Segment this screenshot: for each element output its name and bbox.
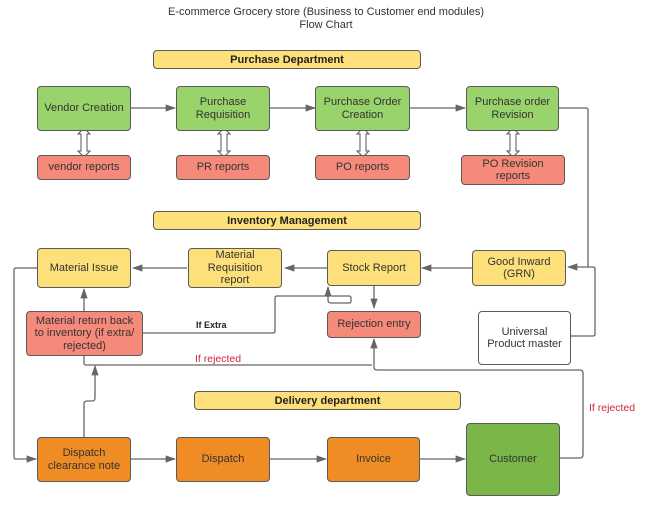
label-if-rejected-left: If rejected (195, 353, 242, 365)
edge-issue-to-dcn (13, 267, 39, 463)
node-po-reports[interactable]: PO reports (315, 155, 410, 180)
label-if-extra: If Extra (196, 320, 227, 330)
node-dispatch[interactable]: Dispatch (176, 437, 270, 482)
chart-title: E-commerce Grocery store (Business to Cu… (0, 6, 652, 32)
edge-dcn-to-return (83, 364, 99, 437)
section-purchase-department: Purchase Department (153, 50, 421, 69)
edge-return-to-stock-extra (143, 295, 330, 334)
node-dispatch-clearance-note[interactable]: Dispatch clearance note (37, 437, 131, 482)
edge-customer-to-rejection (370, 337, 584, 459)
node-rejection-entry[interactable]: Rejection entry (327, 311, 421, 338)
node-purchase-order-creation[interactable]: Purchase Order Creation (315, 86, 410, 131)
node-invoice[interactable]: Invoice (327, 437, 420, 482)
edge-rejected-to-return (83, 353, 372, 366)
node-material-issue[interactable]: Material Issue (37, 248, 131, 288)
edge-stock-loop (327, 295, 352, 304)
node-material-return[interactable]: Material return back to inventory (if ex… (26, 311, 143, 356)
section-inventory-management: Inventory Management (153, 211, 421, 230)
chart-title-line1: E-commerce Grocery store (Business to Cu… (167, 6, 485, 18)
node-vendor-creation[interactable]: Vendor Creation (37, 86, 131, 131)
edge-porev-to-grn (559, 107, 589, 271)
node-po-revision-reports[interactable]: PO Revision reports (461, 155, 565, 185)
double-arrow-po (355, 127, 371, 158)
node-purchase-requisition[interactable]: Purchase Requisition (176, 86, 270, 131)
node-good-inward-grn[interactable]: Good Inward (GRN) (472, 250, 566, 286)
label-if-rejected-right: If rejected (589, 402, 636, 414)
node-universal-product-master[interactable]: Universal Product master (478, 311, 571, 365)
double-arrow-vendor (76, 127, 92, 158)
node-customer[interactable]: Customer (466, 423, 560, 496)
chart-title-line2: Flow Chart (299, 19, 353, 31)
node-stock-report[interactable]: Stock Report (327, 250, 421, 286)
node-vendor-reports[interactable]: vendor reports (37, 155, 131, 180)
node-pr-reports[interactable]: PR reports (176, 155, 270, 180)
edge-upm-to-grn (571, 266, 596, 337)
double-arrow-porev (505, 127, 521, 158)
node-material-requisition-report[interactable]: Material Requisition report (188, 248, 282, 288)
node-purchase-order-revision[interactable]: Purchase order Revision (466, 86, 559, 131)
double-arrow-pr (216, 127, 232, 158)
section-delivery-department: Delivery department (194, 391, 461, 410)
